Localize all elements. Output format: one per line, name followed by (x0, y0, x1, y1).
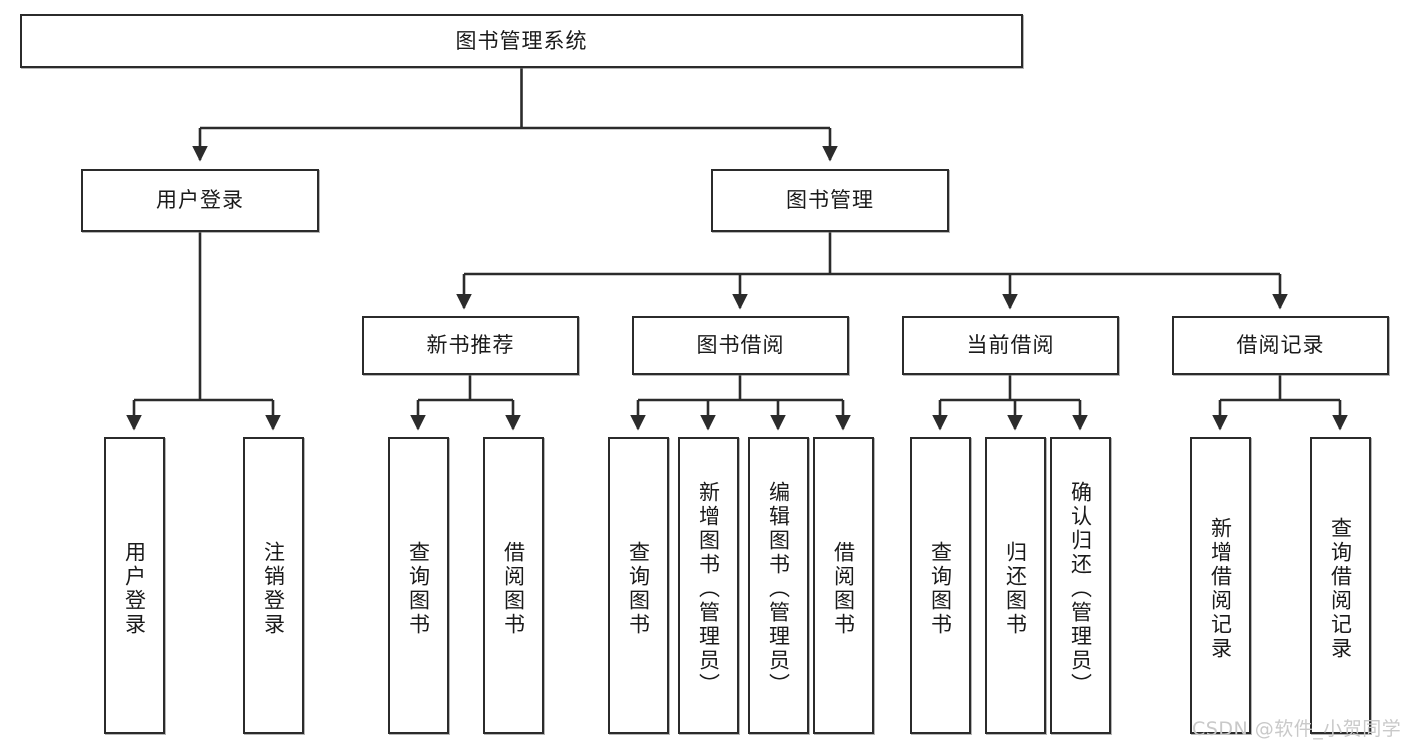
leaf-add-book-admin[interactable]: 新增图书（管理员） (678, 437, 739, 734)
node-book-borrow-label: 图书借阅 (696, 333, 785, 358)
leaf-return-books[interactable]: 归还图书 (985, 437, 1046, 734)
leaf-logout-login-label: 注销登录 (261, 540, 286, 637)
leaf-query-books-borrow[interactable]: 查询图书 (608, 437, 669, 734)
watermark-text: CSDN @软件_小贺同学 (1192, 718, 1402, 740)
leaf-user-login-label: 用户登录 (122, 540, 147, 637)
leaf-query-books-current[interactable]: 查询图书 (910, 437, 971, 734)
node-user-login[interactable]: 用户登录 (81, 169, 319, 232)
leaf-query-borrow-record-label: 查询借阅记录 (1328, 516, 1353, 661)
leaf-edit-book-admin[interactable]: 编辑图书（管理员） (748, 437, 809, 734)
node-root[interactable]: 图书管理系统 (20, 14, 1023, 68)
node-borrow-record-label: 借阅记录 (1236, 333, 1325, 358)
node-user-login-label: 用户登录 (156, 188, 244, 213)
node-book-management-label: 图书管理 (786, 188, 874, 213)
leaf-add-borrow-record-label: 新增借阅记录 (1208, 516, 1233, 661)
node-borrow-record[interactable]: 借阅记录 (1172, 316, 1389, 375)
leaf-return-books-label: 归还图书 (1003, 540, 1028, 637)
node-new-book-recommendation[interactable]: 新书推荐 (362, 316, 579, 375)
leaf-confirm-return-admin-label: 确认归还（管理员） (1068, 480, 1093, 697)
leaf-edit-book-admin-label: 编辑图书（管理员） (766, 480, 791, 697)
node-book-borrow[interactable]: 图书借阅 (632, 316, 849, 375)
node-current-borrow[interactable]: 当前借阅 (902, 316, 1119, 375)
leaf-borrow-books-label: 借阅图书 (831, 540, 856, 637)
leaf-confirm-return-admin[interactable]: 确认归还（管理员） (1050, 437, 1111, 734)
node-current-borrow-label: 当前借阅 (966, 333, 1055, 358)
leaf-query-books-recommend[interactable]: 查询图书 (388, 437, 449, 734)
node-root-label: 图书管理系统 (455, 28, 588, 53)
node-book-management[interactable]: 图书管理 (711, 169, 949, 232)
leaf-logout-login[interactable]: 注销登录 (243, 437, 304, 734)
leaf-user-login[interactable]: 用户登录 (104, 437, 165, 734)
leaf-add-book-admin-label: 新增图书（管理员） (696, 480, 721, 697)
leaf-borrow-books[interactable]: 借阅图书 (813, 437, 874, 734)
leaf-query-books-current-label: 查询图书 (928, 540, 953, 637)
leaf-borrow-books-recommend[interactable]: 借阅图书 (483, 437, 544, 734)
leaf-borrow-books-recommend-label: 借阅图书 (501, 540, 526, 637)
leaf-query-books-recommend-label: 查询图书 (406, 540, 431, 637)
leaf-query-books-borrow-label: 查询图书 (626, 540, 651, 637)
node-new-book-recommendation-label: 新书推荐 (426, 333, 515, 358)
leaf-query-borrow-record[interactable]: 查询借阅记录 (1310, 437, 1371, 734)
leaf-add-borrow-record[interactable]: 新增借阅记录 (1190, 437, 1251, 734)
